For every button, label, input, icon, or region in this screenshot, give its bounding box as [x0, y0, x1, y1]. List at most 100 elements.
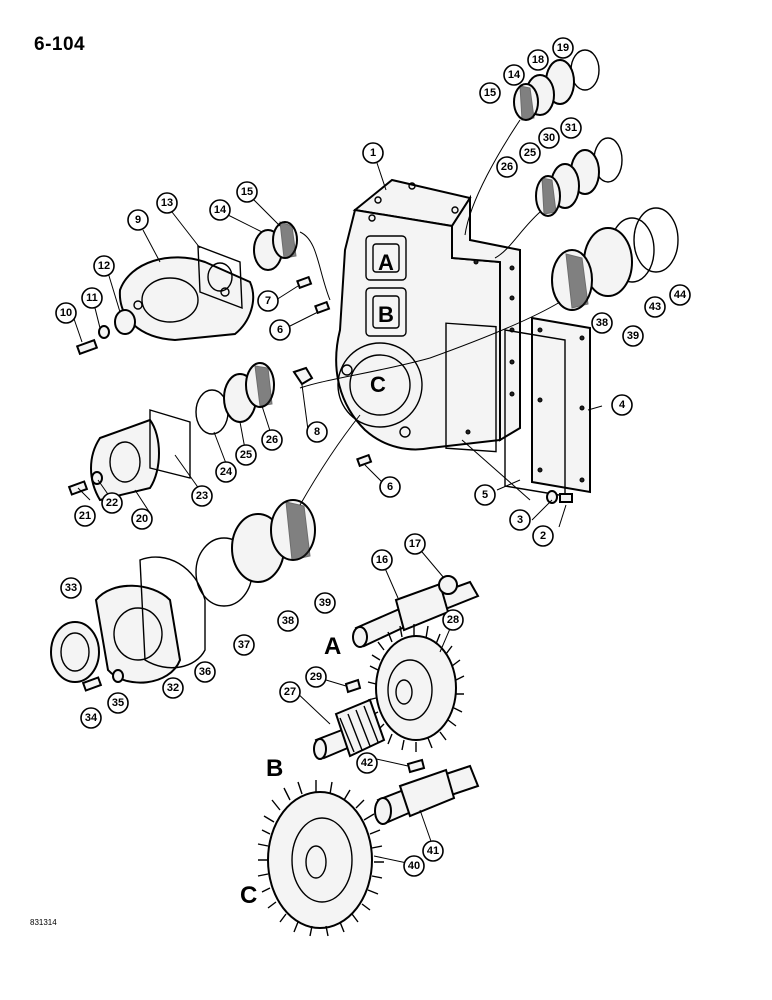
bearing-cone-25-26-upper	[535, 163, 580, 217]
callout: 39	[622, 325, 644, 347]
breather-8	[292, 366, 314, 386]
callout: 26	[496, 156, 518, 178]
svg-text:17: 17	[409, 538, 421, 550]
bearing-cone-15	[272, 221, 298, 259]
callout: 21	[74, 505, 96, 527]
callout: 25	[235, 444, 257, 466]
bearing-cone-39-upper	[551, 249, 593, 311]
bolt-34	[81, 676, 103, 692]
callout: 29	[305, 666, 327, 688]
callout: 2	[532, 525, 554, 547]
plug-6-lower	[356, 453, 373, 468]
callout: 30	[538, 127, 560, 149]
svg-text:4: 4	[619, 399, 626, 411]
callout: 42	[356, 752, 378, 774]
svg-text:28: 28	[447, 614, 459, 626]
callout: 8	[306, 421, 328, 443]
svg-text:27: 27	[284, 686, 296, 698]
svg-text:40: 40	[408, 860, 420, 872]
svg-text:33: 33	[65, 582, 77, 594]
callout: 10	[55, 302, 77, 324]
svg-text:31: 31	[565, 122, 577, 134]
svg-text:38: 38	[596, 317, 608, 329]
callout: 27	[279, 681, 301, 703]
callout: 35	[107, 692, 129, 714]
svg-text:41: 41	[427, 845, 439, 857]
oil-seal-33	[50, 621, 100, 683]
svg-text:9: 9	[135, 214, 141, 226]
callout: 25	[519, 142, 541, 164]
svg-text:34: 34	[85, 712, 98, 724]
callout: 11	[81, 287, 103, 309]
svg-text:10: 10	[60, 307, 72, 319]
svg-text:6: 6	[277, 324, 283, 336]
washer-22	[91, 471, 103, 485]
callout: 39	[314, 592, 336, 614]
callout: 22	[101, 492, 123, 514]
callout: 14	[503, 64, 525, 86]
port-label-a: A	[378, 250, 394, 275]
side-cover-plate	[504, 316, 591, 497]
svg-text:38: 38	[282, 615, 294, 627]
callout: 14	[209, 199, 231, 221]
callout: 43	[644, 296, 666, 318]
callout: 6	[379, 476, 401, 498]
svg-text:44: 44	[674, 289, 687, 301]
svg-text:22: 22	[106, 497, 118, 509]
callout: 7	[257, 290, 279, 312]
svg-text:25: 25	[240, 449, 252, 461]
shaft-16	[352, 575, 480, 648]
svg-text:39: 39	[627, 330, 639, 342]
svg-text:25: 25	[524, 147, 536, 159]
svg-text:14: 14	[508, 69, 521, 81]
svg-text:11: 11	[86, 292, 98, 304]
svg-text:23: 23	[196, 490, 208, 502]
callout: 3	[509, 509, 531, 531]
svg-text:20: 20	[136, 513, 148, 525]
bearing-cone-39-lower	[270, 499, 316, 561]
callout: 32	[162, 677, 184, 699]
cover-bolt	[546, 490, 573, 504]
callout: 24	[215, 461, 237, 483]
bushing-17	[438, 575, 458, 595]
svg-text:15: 15	[241, 186, 253, 198]
svg-text:43: 43	[649, 301, 661, 313]
callout: 44	[669, 284, 691, 306]
svg-text:5: 5	[482, 489, 488, 501]
shaft-label-b: B	[266, 755, 283, 782]
svg-text:29: 29	[310, 671, 322, 683]
callout: 38	[591, 312, 613, 334]
gearbox-housing	[335, 178, 521, 453]
callout: 5	[474, 484, 496, 506]
svg-text:2: 2	[540, 530, 546, 542]
callout: 31	[560, 117, 582, 139]
svg-text:3: 3	[517, 514, 523, 526]
svg-text:26: 26	[266, 434, 278, 446]
callout: 26	[261, 429, 283, 451]
bearing-cover-20	[90, 418, 160, 502]
callout: 41	[422, 840, 444, 862]
svg-text:21: 21	[79, 510, 91, 522]
svg-text:13: 13	[161, 197, 173, 209]
page-number: 6-104	[34, 34, 86, 55]
callout: 15	[479, 82, 501, 104]
plug-7	[296, 275, 313, 290]
svg-text:37: 37	[238, 639, 250, 651]
leader-lines	[71, 119, 603, 864]
washer-11	[98, 325, 110, 339]
shim-44	[633, 207, 679, 273]
svg-text:12: 12	[98, 260, 110, 272]
figure-code: 831314	[30, 918, 57, 927]
callout: 17	[404, 533, 426, 555]
callout: 1	[362, 142, 384, 164]
svg-text:39: 39	[319, 597, 331, 609]
flange-gasket-13	[197, 244, 243, 310]
svg-text:26: 26	[501, 161, 513, 173]
callout: 36	[194, 661, 216, 683]
svg-text:16: 16	[376, 554, 388, 566]
plug-6-upper	[314, 300, 331, 315]
svg-text:7: 7	[265, 295, 271, 307]
callout: 20	[131, 508, 153, 530]
callout: 23	[191, 485, 213, 507]
